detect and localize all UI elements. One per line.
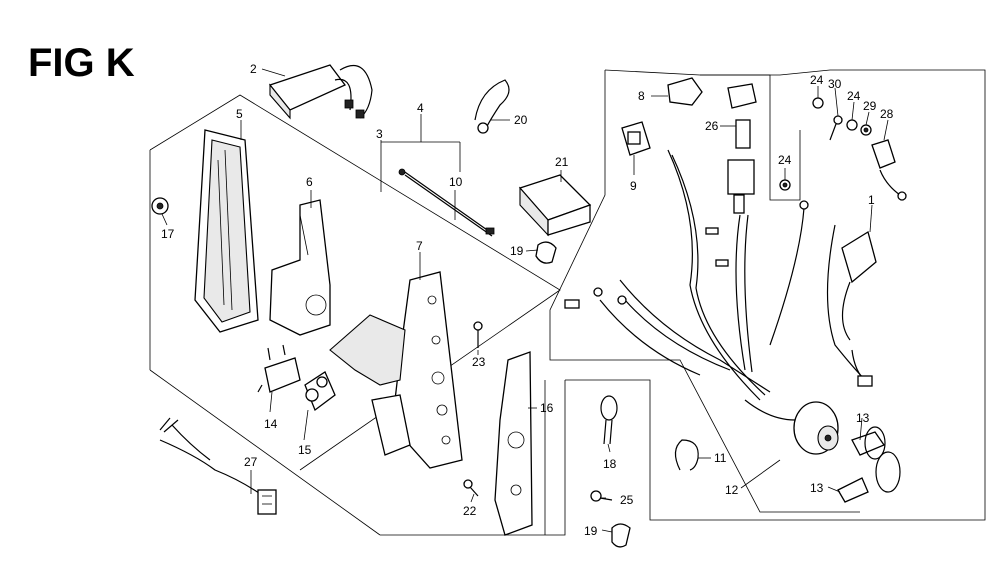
callout-4: 4	[417, 101, 424, 115]
part-14-switch	[257, 344, 301, 393]
part-27-sub-harness	[159, 417, 277, 515]
part-10-rod	[398, 168, 495, 237]
callout-7: 7	[416, 239, 423, 253]
callout-18: 18	[603, 457, 617, 471]
part-20-clip	[474, 79, 510, 134]
callout-3: 3	[376, 127, 383, 141]
part-12-harness	[564, 149, 871, 421]
callout-22: 22	[463, 504, 477, 518]
callout-27: 27	[244, 455, 258, 469]
callout-9: 9	[630, 179, 637, 193]
part-13-key-upper	[851, 426, 886, 460]
part-9-connector	[621, 121, 651, 156]
callout-21: 21	[555, 155, 569, 169]
callout-14: 14	[264, 417, 278, 431]
callout-10: 10	[449, 175, 463, 189]
callout-12: 12	[725, 483, 739, 497]
callout-13-upper: 13	[856, 411, 870, 425]
callout-29: 29	[863, 99, 877, 113]
part-8-relay	[667, 77, 703, 106]
callout-25: 25	[620, 493, 634, 507]
part-17-grommet	[151, 197, 169, 215]
part-16-plate	[494, 351, 533, 536]
part-11-clip	[674, 439, 699, 471]
part-5-cover	[194, 129, 259, 333]
callout-15: 15	[298, 443, 312, 457]
callout-16: 16	[540, 401, 554, 415]
callout-5: 5	[236, 107, 243, 121]
part-7-panel	[329, 271, 463, 469]
callout-20: 20	[514, 113, 528, 127]
part-24-nut-mid	[779, 179, 791, 191]
part-28-terminal	[871, 139, 907, 201]
callout-8: 8	[638, 89, 645, 103]
part-23-screw	[473, 321, 483, 348]
callout-17: 17	[161, 227, 175, 241]
callout-28: 28	[880, 107, 894, 121]
callout-11: 11	[714, 451, 727, 465]
callout-26: 26	[705, 119, 719, 133]
callout-1: 1	[868, 193, 875, 207]
part-29-washer	[860, 124, 872, 136]
part-15-switch	[304, 371, 336, 412]
part-25-screw	[590, 490, 613, 502]
callout-13-lower: 13	[810, 481, 824, 495]
callout-19-lower: 19	[584, 524, 598, 538]
part-12-key-switch	[793, 401, 839, 455]
part-19-clamp-upper	[535, 241, 557, 264]
figure-title: FIG K	[28, 41, 135, 85]
callout-30: 30	[828, 77, 842, 91]
part-1-sensor	[841, 230, 877, 387]
callout-24-left: 24	[810, 73, 824, 87]
part-21-block	[518, 174, 592, 237]
callout-19-upper: 19	[510, 244, 524, 258]
part-18-band	[600, 395, 618, 445]
part-22-screw	[463, 479, 479, 497]
callout-2: 2	[250, 62, 257, 76]
callout-24-mid: 24	[778, 153, 792, 167]
part-26-fuse	[727, 83, 757, 214]
leader-lines	[161, 68, 889, 533]
part-30-bolt	[829, 115, 843, 141]
part-13-key-lower	[837, 451, 901, 503]
callout-6: 6	[306, 175, 313, 189]
part-6-bracket	[269, 199, 331, 336]
part-19-clamp-lower	[611, 523, 631, 548]
callout-labels: 2 5 3 4 10 20 21 19 6 7 17 23 14 15 16 2…	[161, 62, 894, 538]
group-frame-fuse-box	[700, 74, 801, 201]
callout-24-right: 24	[847, 89, 861, 103]
callout-23: 23	[472, 355, 486, 369]
part-2-control-unit	[268, 64, 373, 120]
